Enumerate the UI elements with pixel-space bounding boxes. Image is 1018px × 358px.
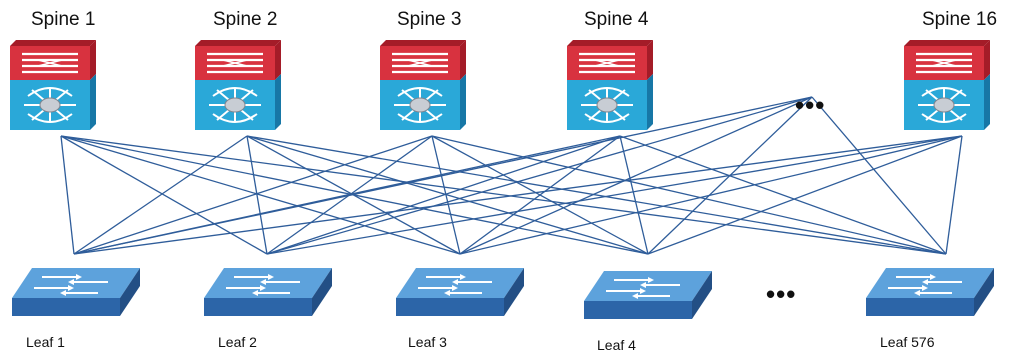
- leaf-switch-icon: [866, 268, 994, 329]
- spine-leaf-link: [266, 135, 621, 255]
- leaf-switch-icon: [12, 268, 140, 329]
- leaf-ellipsis: •••: [766, 279, 797, 309]
- spine-leaf-link: [266, 96, 813, 255]
- spine-leaf-link: [619, 135, 649, 255]
- leaf-switch-icon: [396, 268, 524, 329]
- spine-leaf-link: [60, 135, 75, 255]
- leaf-switch-icon: [204, 268, 332, 329]
- leaf-label-1: Leaf 1: [26, 334, 65, 350]
- spine-leaf-link: [266, 135, 963, 255]
- spine-label-2: Spine 2: [213, 9, 278, 30]
- spine-label-16: Spine 16: [922, 9, 998, 30]
- spine-leaf-link: [459, 135, 621, 255]
- spine-leaf-link: [647, 135, 963, 255]
- spine-leaf-link: [60, 135, 461, 255]
- spine-switch-icon: [567, 40, 653, 139]
- leaf-label-4: Leaf 4: [597, 337, 636, 353]
- spine-leaf-link: [73, 135, 248, 255]
- spine-leaf-link: [459, 96, 813, 255]
- leaf-label-2: Leaf 2: [218, 334, 257, 350]
- spine-switch-icon: [195, 40, 281, 139]
- spine-label-4: Spine 4: [584, 9, 649, 30]
- spine-switch-icon: [904, 40, 990, 139]
- spine-leaf-link: [811, 96, 947, 255]
- spine-leaf-link: [73, 135, 963, 255]
- leaf-switch-icon: [584, 271, 712, 332]
- spine-label-1: Spine 1: [31, 9, 96, 30]
- spine-leaf-link: [431, 135, 461, 255]
- spine-leaf-link: [945, 135, 963, 255]
- spine-leaf-link: [246, 135, 268, 255]
- spine-leaf-link: [246, 135, 649, 255]
- spine-leaf-link: [60, 135, 947, 255]
- spine-leaf-link: [73, 96, 813, 255]
- spine-switch-icon: [380, 40, 466, 139]
- spine-leaf-link: [246, 135, 947, 255]
- spine-leaf-link: [459, 135, 963, 255]
- leaf-label-576: Leaf 576: [880, 334, 935, 350]
- spine-leaf-link: [431, 135, 947, 255]
- spine-leaf-link: [73, 135, 433, 255]
- spine-leaf-link: [619, 135, 947, 255]
- spine-leaf-link: [60, 135, 268, 255]
- spine-label-3: Spine 3: [397, 9, 462, 30]
- links: [60, 96, 963, 255]
- spine-ellipsis: •••: [795, 90, 826, 120]
- leaf-label-3: Leaf 3: [408, 334, 447, 350]
- spine-switch-icon: [10, 40, 96, 139]
